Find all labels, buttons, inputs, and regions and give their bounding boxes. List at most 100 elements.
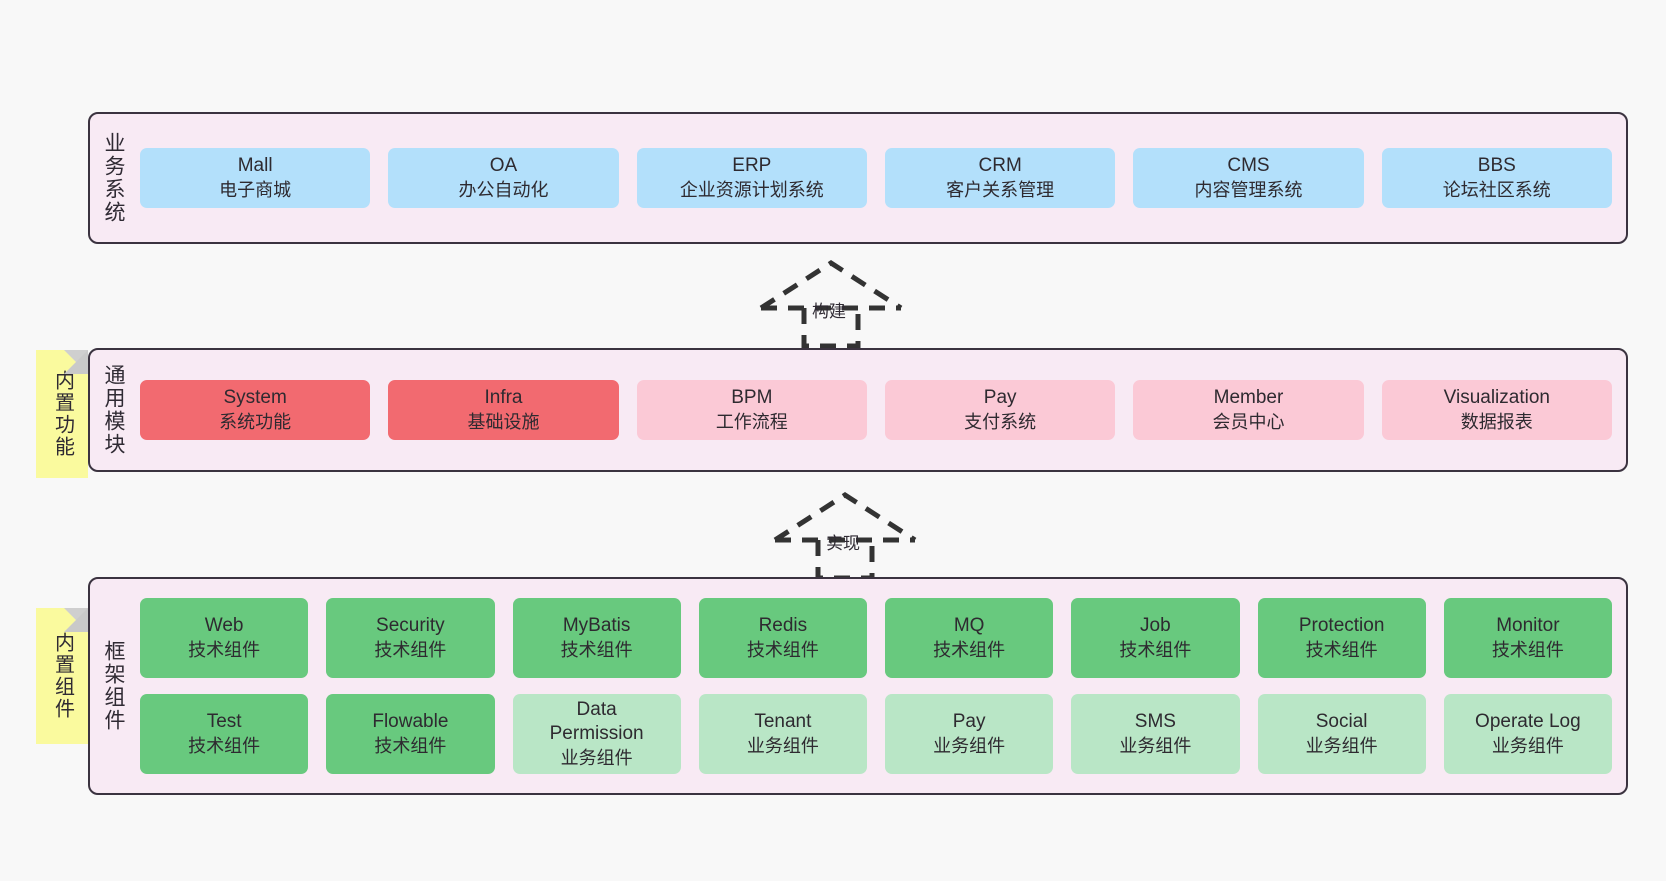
card-title: Tenant	[754, 710, 812, 732]
card-title: System	[223, 386, 287, 408]
layer-label-business-systems: 业务系统	[102, 132, 126, 224]
card-operate-log[interactable]: Operate Log 业务组件	[1443, 694, 1612, 774]
card-monitor[interactable]: Monitor 技术组件	[1443, 598, 1612, 678]
card-mybatis[interactable]: MyBatis 技术组件	[512, 598, 681, 678]
card-crm[interactable]: CRM 客户关系管理	[884, 147, 1116, 209]
card-subtitle: 业务组件	[560, 748, 633, 768]
card-row: System 系统功能 Infra 基础设施 BPM 工作流程 Pay 支付系统…	[140, 379, 1612, 441]
card-subtitle: 业务组件	[1305, 735, 1378, 756]
card-sms[interactable]: SMS 业务组件	[1071, 694, 1240, 774]
card-title: Test	[206, 710, 242, 732]
card-job[interactable]: Job 技术组件	[1071, 598, 1240, 678]
card-subtitle: 业务组件	[1491, 735, 1564, 756]
card-title: Security	[376, 614, 445, 636]
card-subtitle: 技术组件	[1305, 639, 1378, 660]
connector-label: 实现	[826, 534, 860, 553]
card-subtitle: 数据报表	[1460, 411, 1533, 432]
card-title: Social	[1315, 710, 1368, 732]
card-subtitle: 内容管理系统	[1194, 179, 1303, 200]
card-subtitle: 技术组件	[933, 639, 1006, 660]
card-title: CRM	[978, 154, 1022, 176]
card-flowable[interactable]: Flowable 技术组件	[326, 694, 495, 774]
card-pay-component[interactable]: Pay 业务组件	[885, 694, 1054, 774]
card-cms[interactable]: CMS 内容管理系统	[1133, 147, 1364, 209]
card-subtitle: 电子商城	[219, 179, 292, 200]
card-data-permission[interactable]: Data Permission 业务组件	[512, 694, 681, 774]
card-row: Mall 电子商城 OA 办公自动化 ERP 企业资源计划系统 CRM 客户关系…	[140, 147, 1612, 209]
card-oa[interactable]: OA 办公自动化	[388, 147, 619, 209]
card-subtitle: 技术组件	[188, 639, 261, 660]
card-title: ERP	[732, 154, 772, 176]
card-subtitle: 会员中心	[1212, 411, 1285, 432]
card-member[interactable]: Member 会员中心	[1133, 379, 1364, 441]
card-subtitle: 技术组件	[1491, 639, 1564, 660]
card-infra[interactable]: Infra 基础设施	[388, 379, 619, 441]
card-title: BBS	[1477, 154, 1516, 176]
card-title: MyBatis	[562, 614, 631, 636]
layer-business-systems: 业务系统 Mall 电子商城 OA 办公自动化 ERP 企业资源计划系统 CRM…	[88, 112, 1628, 244]
connector-label: 构建	[812, 302, 846, 321]
card-subtitle: 办公自动化	[458, 179, 549, 200]
card-title: Web	[204, 614, 244, 636]
card-subtitle: 技术组件	[560, 639, 633, 660]
card-row: Test 技术组件 Flowable 技术组件 Data Permission …	[140, 694, 1612, 774]
sticky-note-label: 内置功能	[51, 370, 74, 458]
card-pay[interactable]: Pay 支付系统	[884, 379, 1116, 441]
layer-framework-components: 框架组件 Web 技术组件 Security 技术组件 MyBatis 技术组件…	[88, 577, 1628, 795]
card-title: Member	[1213, 386, 1284, 408]
card-title: Data	[576, 698, 617, 720]
card-security[interactable]: Security 技术组件	[326, 598, 495, 678]
card-system[interactable]: System 系统功能	[140, 379, 371, 441]
card-subtitle: 系统功能	[219, 411, 292, 432]
card-protection[interactable]: Protection 技术组件	[1257, 598, 1426, 678]
card-title: Monitor	[1496, 614, 1560, 636]
card-subtitle: 基础设施	[467, 411, 540, 432]
card-redis[interactable]: Redis 技术组件	[698, 598, 867, 678]
layer-common-modules: 通用模块 System 系统功能 Infra 基础设施 BPM 工作流程 Pay…	[88, 348, 1628, 472]
build-connector: 构建	[756, 258, 906, 350]
layer-body-framework-components: Web 技术组件 Security 技术组件 MyBatis 技术组件 Redi…	[136, 579, 1626, 793]
card-subtitle: 客户关系管理	[946, 179, 1055, 200]
card-visualization[interactable]: Visualization 数据报表	[1381, 379, 1612, 441]
card-subtitle: 支付系统	[964, 411, 1037, 432]
card-mall[interactable]: Mall 电子商城	[140, 147, 371, 209]
card-title: Infra	[484, 386, 523, 408]
card-title: Protection	[1298, 614, 1385, 636]
card-test[interactable]: Test 技术组件	[140, 694, 309, 774]
card-title: MQ	[953, 614, 985, 636]
card-web[interactable]: Web 技术组件	[140, 598, 309, 678]
layer-body-business-systems: Mall 电子商城 OA 办公自动化 ERP 企业资源计划系统 CRM 客户关系…	[136, 114, 1626, 242]
layer-label-framework-components: 框架组件	[102, 640, 126, 732]
card-subtitle: 业务组件	[1119, 735, 1192, 756]
layer-label-common-modules: 通用模块	[102, 364, 126, 456]
card-subtitle: 技术组件	[374, 735, 447, 756]
card-title: Redis	[758, 614, 808, 636]
card-subtitle: 企业资源计划系统	[679, 179, 824, 200]
card-mq[interactable]: MQ 技术组件	[885, 598, 1054, 678]
folded-corner-icon	[64, 608, 88, 632]
card-title: Job	[1140, 614, 1171, 636]
card-tenant[interactable]: Tenant 业务组件	[698, 694, 867, 774]
card-title: CMS	[1227, 154, 1270, 176]
implement-connector: 实现	[770, 490, 920, 582]
card-subtitle: 业务组件	[746, 735, 819, 756]
card-subtitle: 技术组件	[188, 735, 261, 756]
card-subtitle: 工作流程	[715, 411, 788, 432]
card-erp[interactable]: ERP 企业资源计划系统	[636, 147, 867, 209]
card-social[interactable]: Social 业务组件	[1257, 694, 1426, 774]
sticky-note-builtin-components: 内置组件	[36, 608, 88, 744]
card-title: Operate Log	[1475, 710, 1581, 732]
card-subtitle: 技术组件	[746, 639, 819, 660]
card-title: Flowable	[372, 710, 449, 732]
card-title: Mall	[237, 154, 273, 176]
sticky-note-builtin-features: 内置功能	[36, 350, 88, 478]
card-title: OA	[489, 154, 518, 176]
sticky-note-label: 内置组件	[51, 632, 74, 720]
card-bpm[interactable]: BPM 工作流程	[636, 379, 867, 441]
card-title: BPM	[731, 386, 773, 408]
card-subtitle: 论坛社区系统	[1442, 179, 1551, 200]
card-bbs[interactable]: BBS 论坛社区系统	[1381, 147, 1612, 209]
folded-corner-icon	[64, 350, 88, 374]
card-row: Web 技术组件 Security 技术组件 MyBatis 技术组件 Redi…	[140, 598, 1612, 678]
